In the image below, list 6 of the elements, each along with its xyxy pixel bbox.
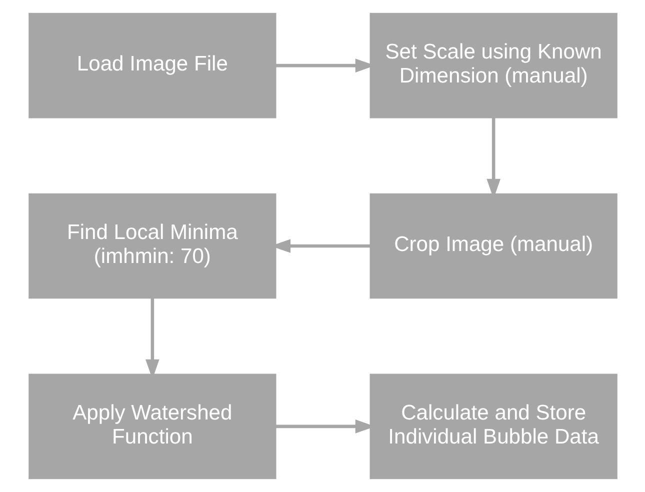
node-box: Apply Watershed Function (28, 374, 276, 480)
node-box: Load Image File (28, 12, 276, 118)
node-box: Find Local Minima (imhmin: 70) (28, 193, 276, 299)
node-box: Calculate and Store Individual Bubble Data (369, 374, 617, 480)
node-box: Set Scale using Known Dimension (manual) (369, 12, 617, 118)
node-box: Crop Image (manual) (369, 193, 617, 299)
